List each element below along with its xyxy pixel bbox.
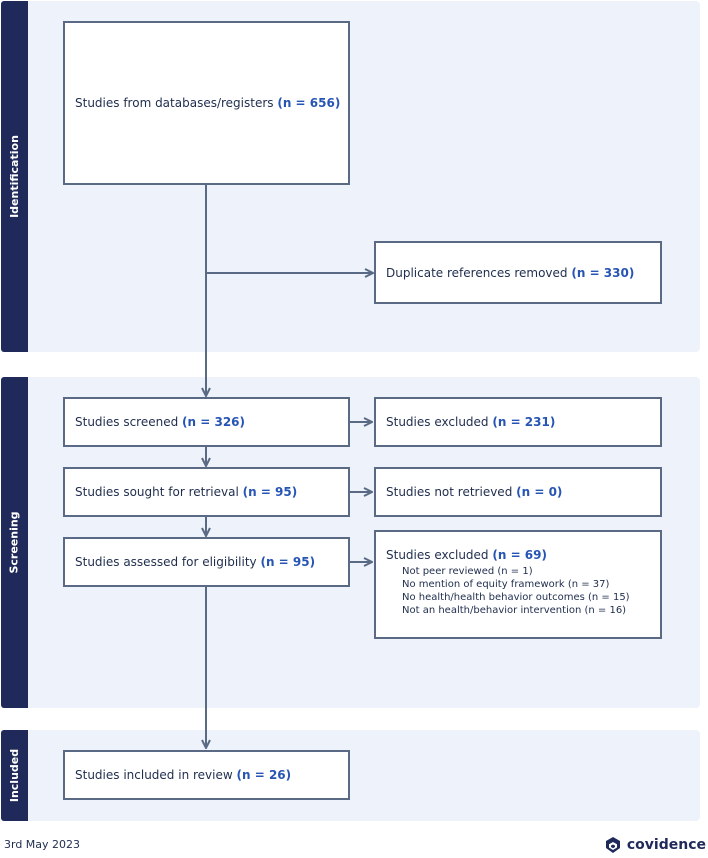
excluded-screen-label: Studies excluded [386, 415, 493, 429]
not-retrieved-box: Studies not retrieved (n = 0) [374, 467, 662, 517]
databases-count: (n = 656) [277, 96, 341, 110]
not-retrieved-label: Studies not retrieved [386, 485, 517, 499]
duplicates-label: Duplicate references removed [386, 265, 572, 280]
included-box: Studies included in review (n = 26) [63, 750, 350, 800]
covidence-logo: covidence [604, 836, 706, 854]
included-tab: Included [1, 730, 28, 821]
covidence-icon [605, 837, 620, 853]
duplicates-count: (n = 330) [571, 265, 635, 280]
databases-label: Studies from databases/registers [75, 96, 278, 110]
excluded-screen-count: (n = 231) [492, 415, 556, 429]
included-count: (n = 26) [236, 768, 292, 782]
sought-label: Studies sought for retrieval [75, 485, 243, 499]
screened-count: (n = 326) [182, 415, 246, 429]
reason-item: Not an health/behavior intervention (n =… [402, 605, 627, 616]
report-date: 3rd May 2023 [4, 838, 81, 851]
screened-box: Studies screened (n = 326) [63, 397, 350, 447]
excluded-screen-box: Studies excluded (n = 231) [374, 397, 662, 447]
screened-label: Studies screened [75, 415, 183, 429]
reason-item: No health/health behavior outcomes (n = … [402, 592, 630, 603]
reason-item: Not peer reviewed (n = 1) [402, 566, 533, 577]
excluded-elig-label: Studies excluded [386, 548, 493, 562]
assessed-box: Studies assessed for eligibility (n = 95… [63, 537, 350, 587]
included-label-text: Studies included in review [75, 768, 237, 782]
sought-count: (n = 95) [242, 485, 298, 499]
sought-box: Studies sought for retrieval (n = 95) [63, 467, 350, 517]
brand-name: covidence [626, 837, 706, 853]
screening-tab: Screening [1, 377, 28, 708]
exclusion-reasons: Not peer reviewed (n = 1) No mention of … [386, 565, 660, 617]
duplicates-box: Duplicate references removed (n = 330) [374, 241, 662, 304]
assessed-label: Studies assessed for eligibility [75, 555, 261, 569]
reason-item: No mention of equity framework (n = 37) [402, 579, 610, 590]
not-retrieved-count: (n = 0) [516, 485, 563, 499]
assessed-count: (n = 95) [260, 555, 316, 569]
identification-tab: Identification [1, 1, 28, 352]
excluded-elig-box: Studies excluded (n = 69) Not peer revie… [374, 530, 662, 639]
excluded-elig-count: (n = 69) [492, 548, 547, 562]
databases-box: Studies from databases/registers (n = 65… [63, 21, 350, 185]
